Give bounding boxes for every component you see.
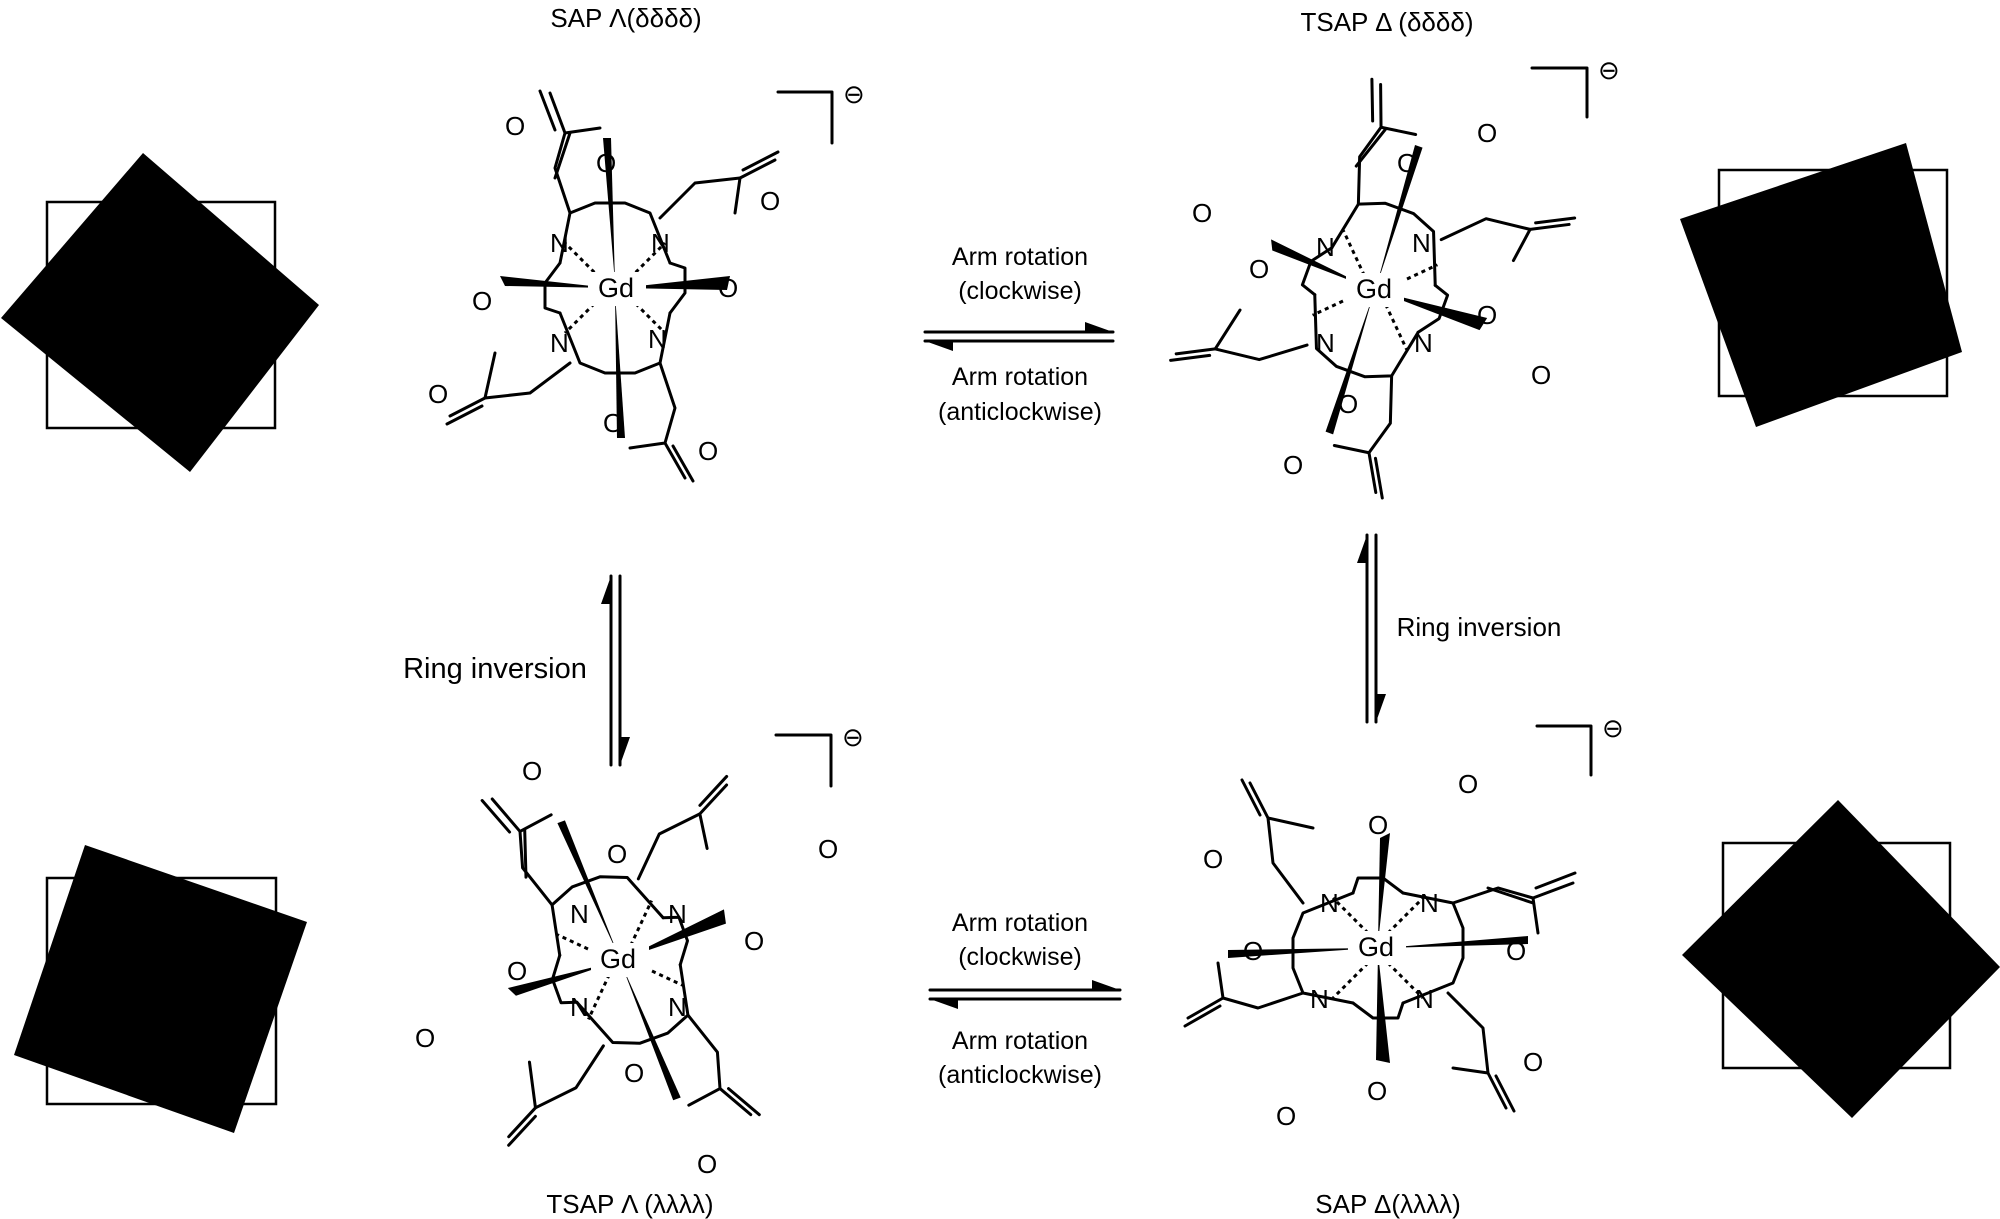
sap-icon-bottom-right <box>1682 800 2000 1118</box>
o-atom: O <box>818 834 838 864</box>
title-tsap-delta-delta: TSAP Δ (δδδδ) <box>1300 7 1473 37</box>
ring-inversion-label: Ring inversion <box>403 653 587 685</box>
o-atom: O <box>1523 1047 1543 1077</box>
n-atom: N <box>1415 984 1434 1014</box>
o-atom: O <box>472 286 492 316</box>
o-atom: O <box>1338 389 1358 419</box>
n-atom: N <box>1412 228 1431 258</box>
o-atom: O <box>1367 1076 1387 1106</box>
gd-atom: Gd <box>598 273 634 303</box>
charge-sign: ⊖ <box>842 722 864 752</box>
gd-atom: Gd <box>600 944 636 974</box>
complex-tsap-lambda-lambda: Gd N N N N O O O O O O O O ⊖ <box>393 717 864 1201</box>
n-atom: N <box>1316 328 1335 358</box>
o-atom: O <box>718 273 738 303</box>
o-atom: O <box>760 186 780 216</box>
o-atom: O <box>624 1058 644 1088</box>
o-atom: O <box>522 756 542 786</box>
charge-bracket <box>1530 66 1589 119</box>
arm-rotation-clockwise-sub: (clockwise) <box>958 943 1082 971</box>
o-atom: O <box>1458 769 1478 799</box>
complex-sap-delta-lambda: Gd N N N N O O O O O O O O ⊖ <box>1183 713 1624 1131</box>
n-atom: N <box>668 899 687 929</box>
o-atom: O <box>603 408 623 438</box>
arm-rotation-anticlockwise-sub: (anticlockwise) <box>938 398 1102 426</box>
o-atom: O <box>607 839 627 869</box>
o-atom: O <box>505 111 525 141</box>
n-atom: N <box>550 328 569 358</box>
o-atom: O <box>1397 148 1417 178</box>
charge-sign: ⊖ <box>1598 55 1620 85</box>
o-atom: O <box>415 1023 435 1053</box>
tsap-icon-bottom-left <box>14 845 307 1133</box>
n-atom: N <box>570 899 589 929</box>
arm-rotation-anticlockwise-label: Arm rotation <box>952 1027 1088 1055</box>
o-atom: O <box>1249 254 1269 284</box>
n-atom: N <box>550 228 569 258</box>
equilibrium-arrow-bottom: Arm rotation (clockwise) Arm rotation (a… <box>928 909 1122 1089</box>
o-atom: O <box>1531 360 1551 390</box>
n-atom: N <box>668 992 687 1022</box>
o-atom: O <box>507 956 527 986</box>
complex-tsap-delta-delta: Gd N N N N O O O O O O O O ⊖ <box>1149 45 1620 529</box>
gd-atom: Gd <box>1356 274 1392 304</box>
o-atom: O <box>1477 118 1497 148</box>
o-atom: O <box>1203 844 1223 874</box>
title-sap-delta-lambda: SAP Δ(λλλλ) <box>1315 1189 1460 1219</box>
ring-inversion-label: Ring inversion <box>1397 612 1562 642</box>
equilibrium-arrow-top: Arm rotation (clockwise) Arm rotation (a… <box>923 243 1115 426</box>
o-atom: O <box>744 926 764 956</box>
n-atom: N <box>1310 984 1329 1014</box>
n-atom: N <box>648 324 667 354</box>
arm-rotation-anticlockwise-label: Arm rotation <box>952 363 1088 391</box>
o-atom: O <box>697 1149 717 1179</box>
charge-sign: ⊖ <box>1602 713 1624 743</box>
n-atom: N <box>570 992 589 1022</box>
o-atom: O <box>1368 810 1388 840</box>
o-atom: O <box>596 148 616 178</box>
ring-inversion-arrow-left: Ring inversion <box>403 574 630 767</box>
o-atom: O <box>428 379 448 409</box>
arm-rotation-clockwise-sub: (clockwise) <box>958 277 1082 305</box>
n-atom: N <box>1420 888 1439 918</box>
title-tsap-lambda-lambda: TSAP Λ (λλλλ) <box>546 1189 713 1219</box>
charge-sign: ⊖ <box>843 79 865 109</box>
n-atom: N <box>1414 328 1433 358</box>
complex-sap-lambda-delta: Gd N N N N O O O O O O O O ⊖ <box>428 79 865 483</box>
tsap-icon-top-right <box>1680 143 1962 427</box>
arm-rotation-clockwise-label: Arm rotation <box>952 909 1088 937</box>
o-atom: O <box>1506 936 1526 966</box>
o-atom: O <box>1283 450 1303 480</box>
o-atom: O <box>1276 1101 1296 1131</box>
ring-inversion-arrow-right: Ring inversion <box>1357 533 1562 724</box>
n-atom: N <box>651 228 670 258</box>
arm-rotation-clockwise-label: Arm rotation <box>952 243 1088 271</box>
n-atom: N <box>1316 232 1335 262</box>
gd-atom: Gd <box>1358 932 1394 962</box>
charge-bracket <box>1535 724 1593 777</box>
o-atom: O <box>1477 300 1497 330</box>
n-atom: N <box>1320 888 1339 918</box>
o-atom: O <box>698 436 718 466</box>
title-sap-lambda-delta: SAP Λ(δδδδ) <box>550 3 701 33</box>
sap-icon-top-left <box>1 153 319 472</box>
o-atom: O <box>1243 936 1263 966</box>
charge-bracket <box>774 733 833 788</box>
arm-rotation-anticlockwise-sub: (anticlockwise) <box>938 1061 1102 1089</box>
charge-bracket <box>776 90 834 145</box>
o-atom: O <box>1192 198 1212 228</box>
